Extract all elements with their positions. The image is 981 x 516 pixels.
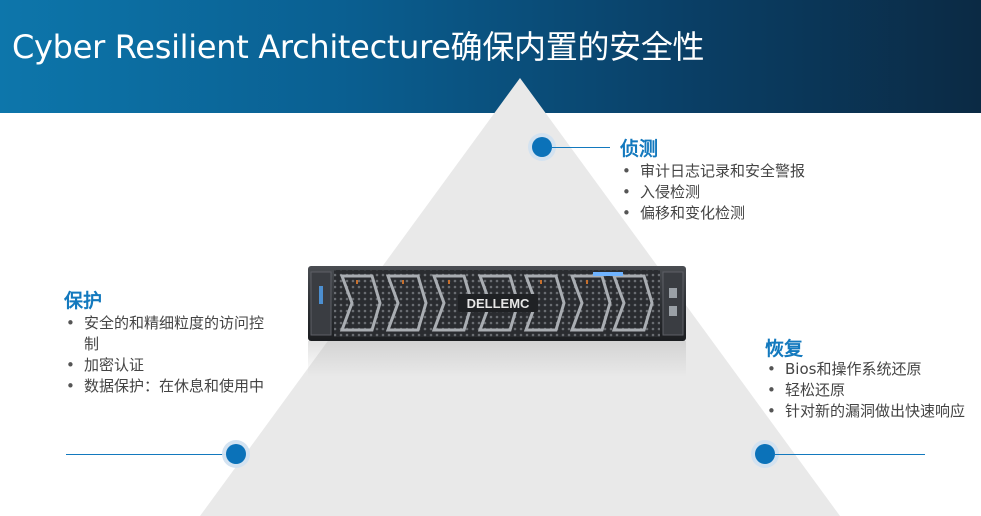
server-brand-logo: DELLEMC: [467, 296, 530, 311]
list-item: 数据保护：在休息和使用中: [64, 376, 264, 397]
list-item: 轻松还原: [765, 380, 965, 401]
list-item: 加密认证: [64, 355, 264, 376]
detect-title: 侦测: [620, 138, 659, 160]
slide-title: Cyber Resilient Architecture确保内置的安全性: [12, 28, 705, 66]
list-item: Bios和操作系统还原: [765, 359, 965, 380]
protect-title: 保护: [64, 290, 103, 312]
list-item: 审计日志记录和安全警报: [620, 161, 860, 182]
detect-marker-dot: [532, 137, 552, 157]
protect-marker-dot: [226, 444, 246, 464]
recover-title: 恢复: [765, 338, 804, 360]
detect-connector-line: [552, 147, 610, 148]
recover-connector-line: [775, 454, 925, 455]
header-banner: Cyber Resilient Architecture确保内置的安全性: [0, 0, 981, 113]
recover-list: Bios和操作系统还原 轻松还原 针对新的漏洞做出快速响应: [765, 359, 965, 422]
list-item: 针对新的漏洞做出快速响应: [765, 401, 965, 422]
detect-list: 审计日志记录和安全警报 入侵检测 偏移和变化检测: [620, 161, 860, 224]
list-item: 偏移和变化检测: [620, 203, 860, 224]
protect-connector-line: [66, 454, 226, 455]
list-item: 安全的和精细粒度的访问控制: [64, 313, 264, 355]
protect-list: 安全的和精细粒度的访问控制 加密认证 数据保护：在休息和使用中: [64, 313, 264, 397]
server-reflection: [308, 341, 686, 377]
recover-marker-dot: [755, 444, 775, 464]
server-image: DELLEMC: [308, 266, 686, 341]
list-item: 入侵检测: [620, 182, 860, 203]
